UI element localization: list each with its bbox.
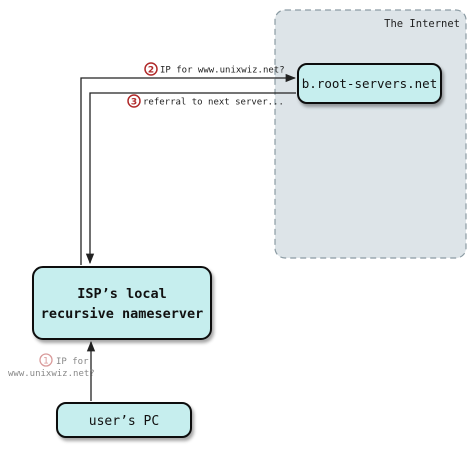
arrow-query-to-root bbox=[80, 73, 297, 265]
internet-region-label: The Internet bbox=[384, 18, 460, 30]
step-2-badge bbox=[144, 62, 158, 76]
step-2-label: 2 IP for www.unixwiz.net? bbox=[144, 62, 285, 76]
step-3-badge bbox=[127, 94, 141, 108]
root-server-label: b.root-servers.net bbox=[302, 76, 437, 91]
internet-region bbox=[274, 9, 467, 259]
users-pc-node bbox=[56, 402, 192, 438]
step-2-number: 2 bbox=[148, 66, 154, 76]
step-1-number: 1 bbox=[43, 357, 49, 367]
isp-nameserver-node bbox=[32, 266, 212, 340]
users-pc-label: user’s PC bbox=[89, 414, 159, 429]
step-1-badge bbox=[39, 353, 53, 367]
root-server-node bbox=[297, 63, 442, 104]
arrow-referral-to-isp bbox=[85, 92, 296, 265]
isp-nameserver-label-line2: recursive nameserver bbox=[41, 306, 204, 322]
step-3-label: 3 referral to next server... bbox=[127, 94, 284, 108]
step-3-text: referral to next server... bbox=[143, 98, 284, 108]
step-2-text: IP for www.unixwiz.net? bbox=[160, 66, 285, 76]
step-1-label: 1 IP for www.unixwiz.net? bbox=[8, 353, 95, 379]
step-1-text-line1: IP for bbox=[56, 357, 89, 367]
isp-nameserver-label-line1: ISP’s local bbox=[77, 286, 166, 302]
step-1-text-line2: www.unixwiz.net? bbox=[8, 369, 95, 379]
step-3-number: 3 bbox=[131, 98, 137, 108]
